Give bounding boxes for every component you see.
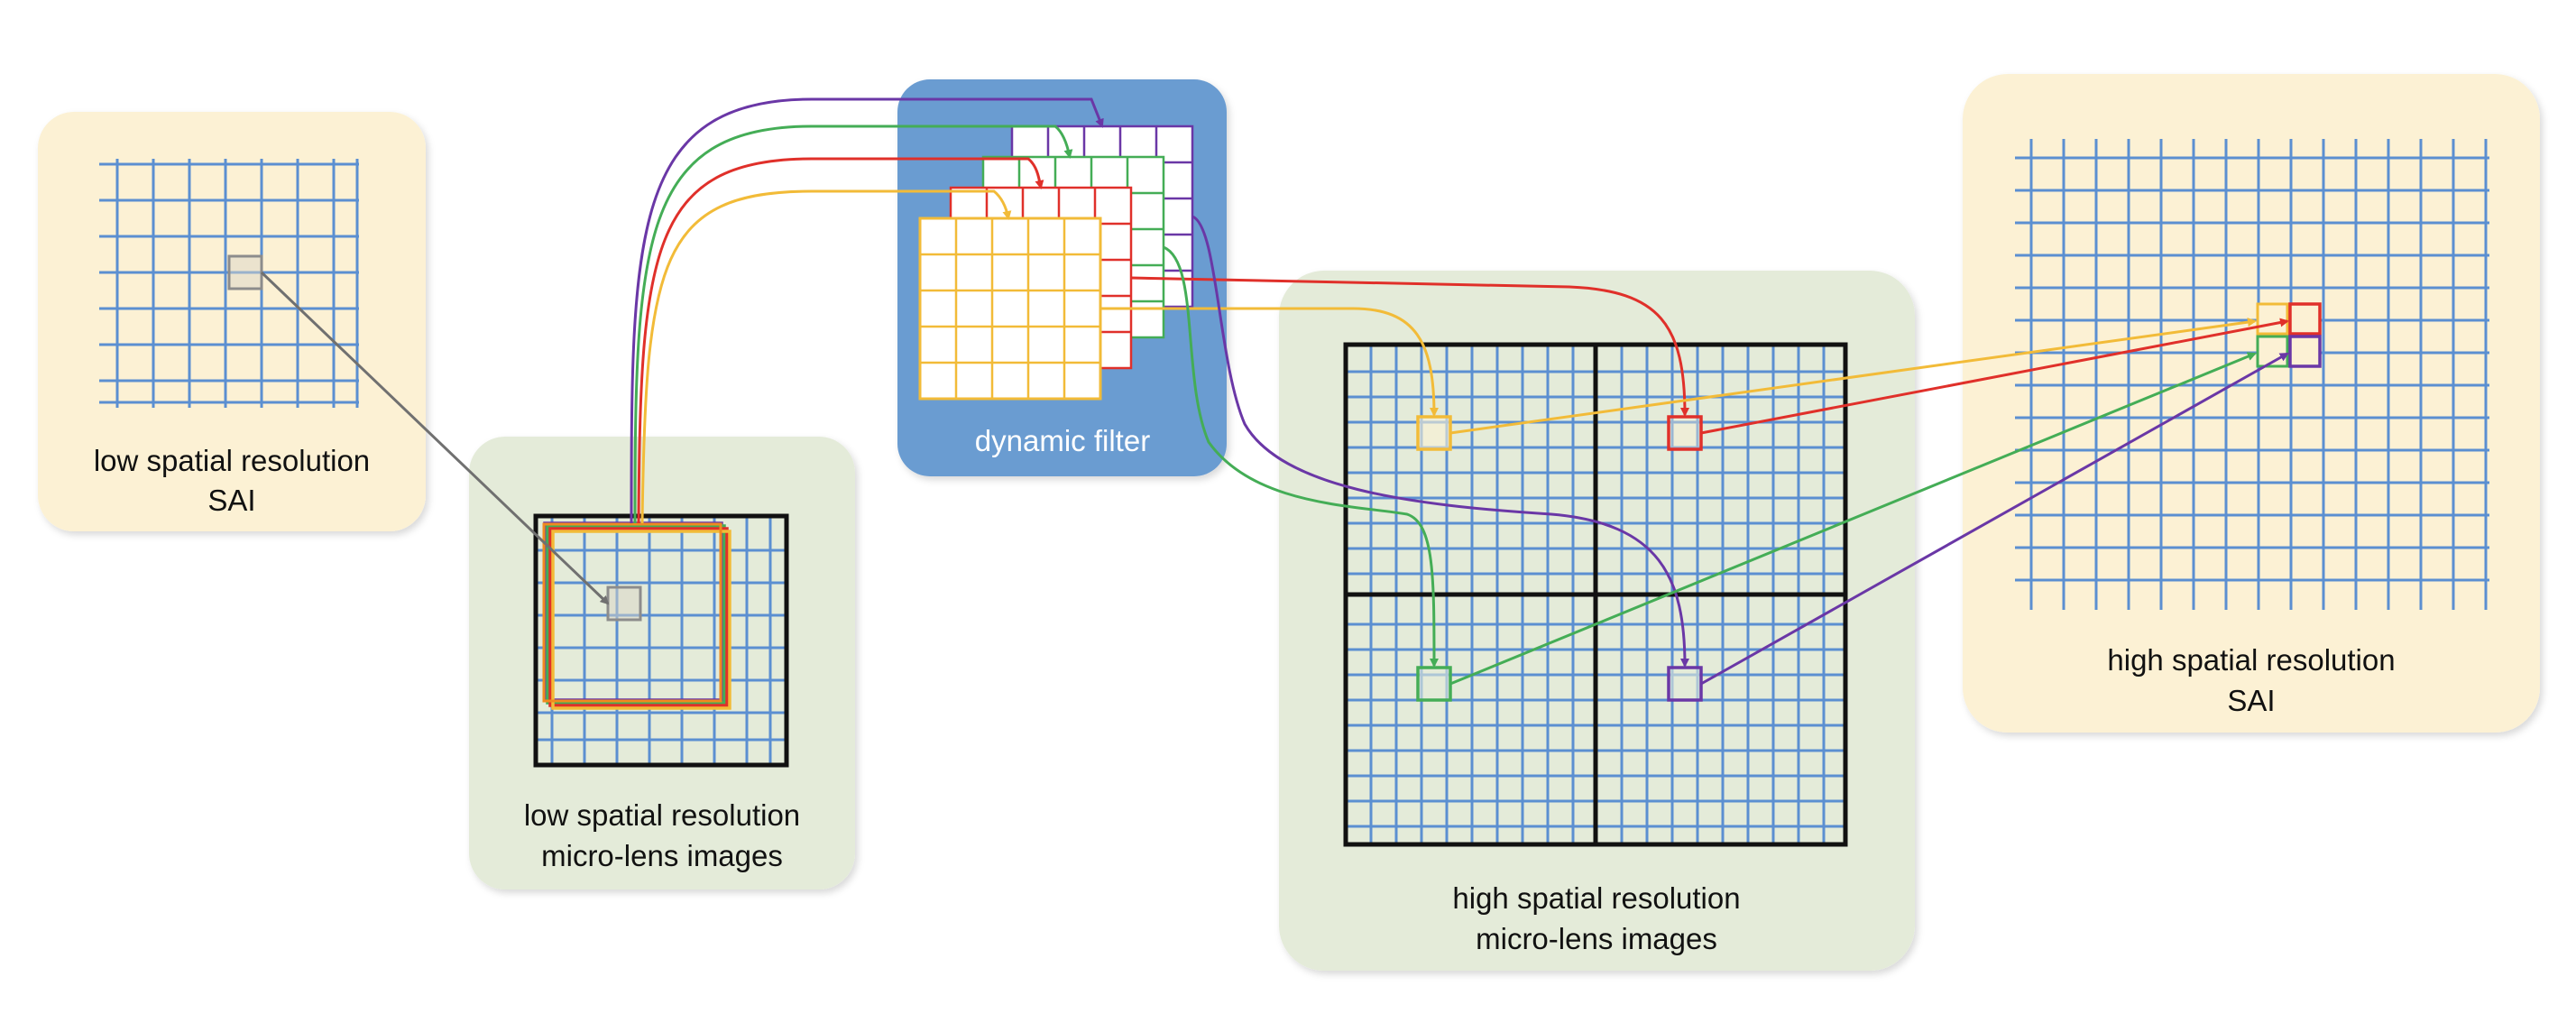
- arrow-red-filter-to-micro: [1130, 276, 1689, 417]
- high-sai-pixel-purple: [2288, 335, 2322, 368]
- high-micro-pixel-yellow: [1416, 415, 1452, 451]
- arrow-connectors: [260, 97, 2289, 686]
- high-sai-grid: [2015, 139, 2489, 610]
- arrow-red-micro-to-sai: [1700, 318, 2289, 435]
- arrow-green-window-to-filter: [633, 124, 1073, 524]
- low-sai-selected-pixel: [227, 254, 263, 290]
- high-sai-pixel-yellow: [2256, 302, 2289, 336]
- arrow-gray-sai-to-micro: [260, 271, 610, 605]
- low-micro-grid: [533, 513, 789, 768]
- low-micro-label-line1: low spatial resolution: [524, 798, 800, 832]
- panel-high-sai: [1963, 74, 2540, 733]
- low-sai-grid: [99, 159, 359, 408]
- high-micro-label-line1: high spatial resolution: [1452, 881, 1740, 915]
- arrow-yellow-filter-to-micro: [1100, 307, 1439, 417]
- high-micro-pixel-green: [1416, 666, 1452, 702]
- arrow-purple-window-to-filter: [630, 97, 1104, 524]
- high-micro-pixel-red: [1667, 415, 1703, 451]
- high-sai-label-line1: high spatial resolution: [2107, 643, 2395, 677]
- filter-stack-icon: [918, 124, 1194, 401]
- dynamic-filter-label: dynamic filter: [975, 424, 1150, 457]
- high-sai-label-line2: SAI: [2227, 684, 2275, 717]
- arrow-yellow-window-to-filter: [640, 189, 1012, 524]
- high-micro-pixel-purple: [1667, 666, 1703, 702]
- arrow-purple-micro-to-sai: [1700, 352, 2289, 686]
- arrow-red-window-to-filter: [637, 157, 1044, 524]
- high-micro-label-line2: micro-lens images: [1476, 922, 1717, 955]
- low-micro-label-line2: micro-lens images: [541, 839, 783, 872]
- low-sai-label-line1: low spatial resolution: [94, 444, 370, 477]
- arrow-yellow-micro-to-sai: [1449, 318, 2257, 435]
- high-micro-grid: [1343, 342, 1848, 847]
- low-sai-label-line2: SAI: [207, 484, 255, 517]
- filter-window-stack: [542, 521, 731, 710]
- high-sai-pixel-red: [2288, 302, 2322, 336]
- arrow-green-filter-to-micro: [1163, 245, 1439, 668]
- low-micro-selected-pixel: [606, 585, 642, 622]
- panel-low-sai: [38, 112, 426, 531]
- arrow-purple-filter-to-micro: [1191, 215, 1689, 668]
- arrow-green-micro-to-sai: [1449, 352, 2257, 686]
